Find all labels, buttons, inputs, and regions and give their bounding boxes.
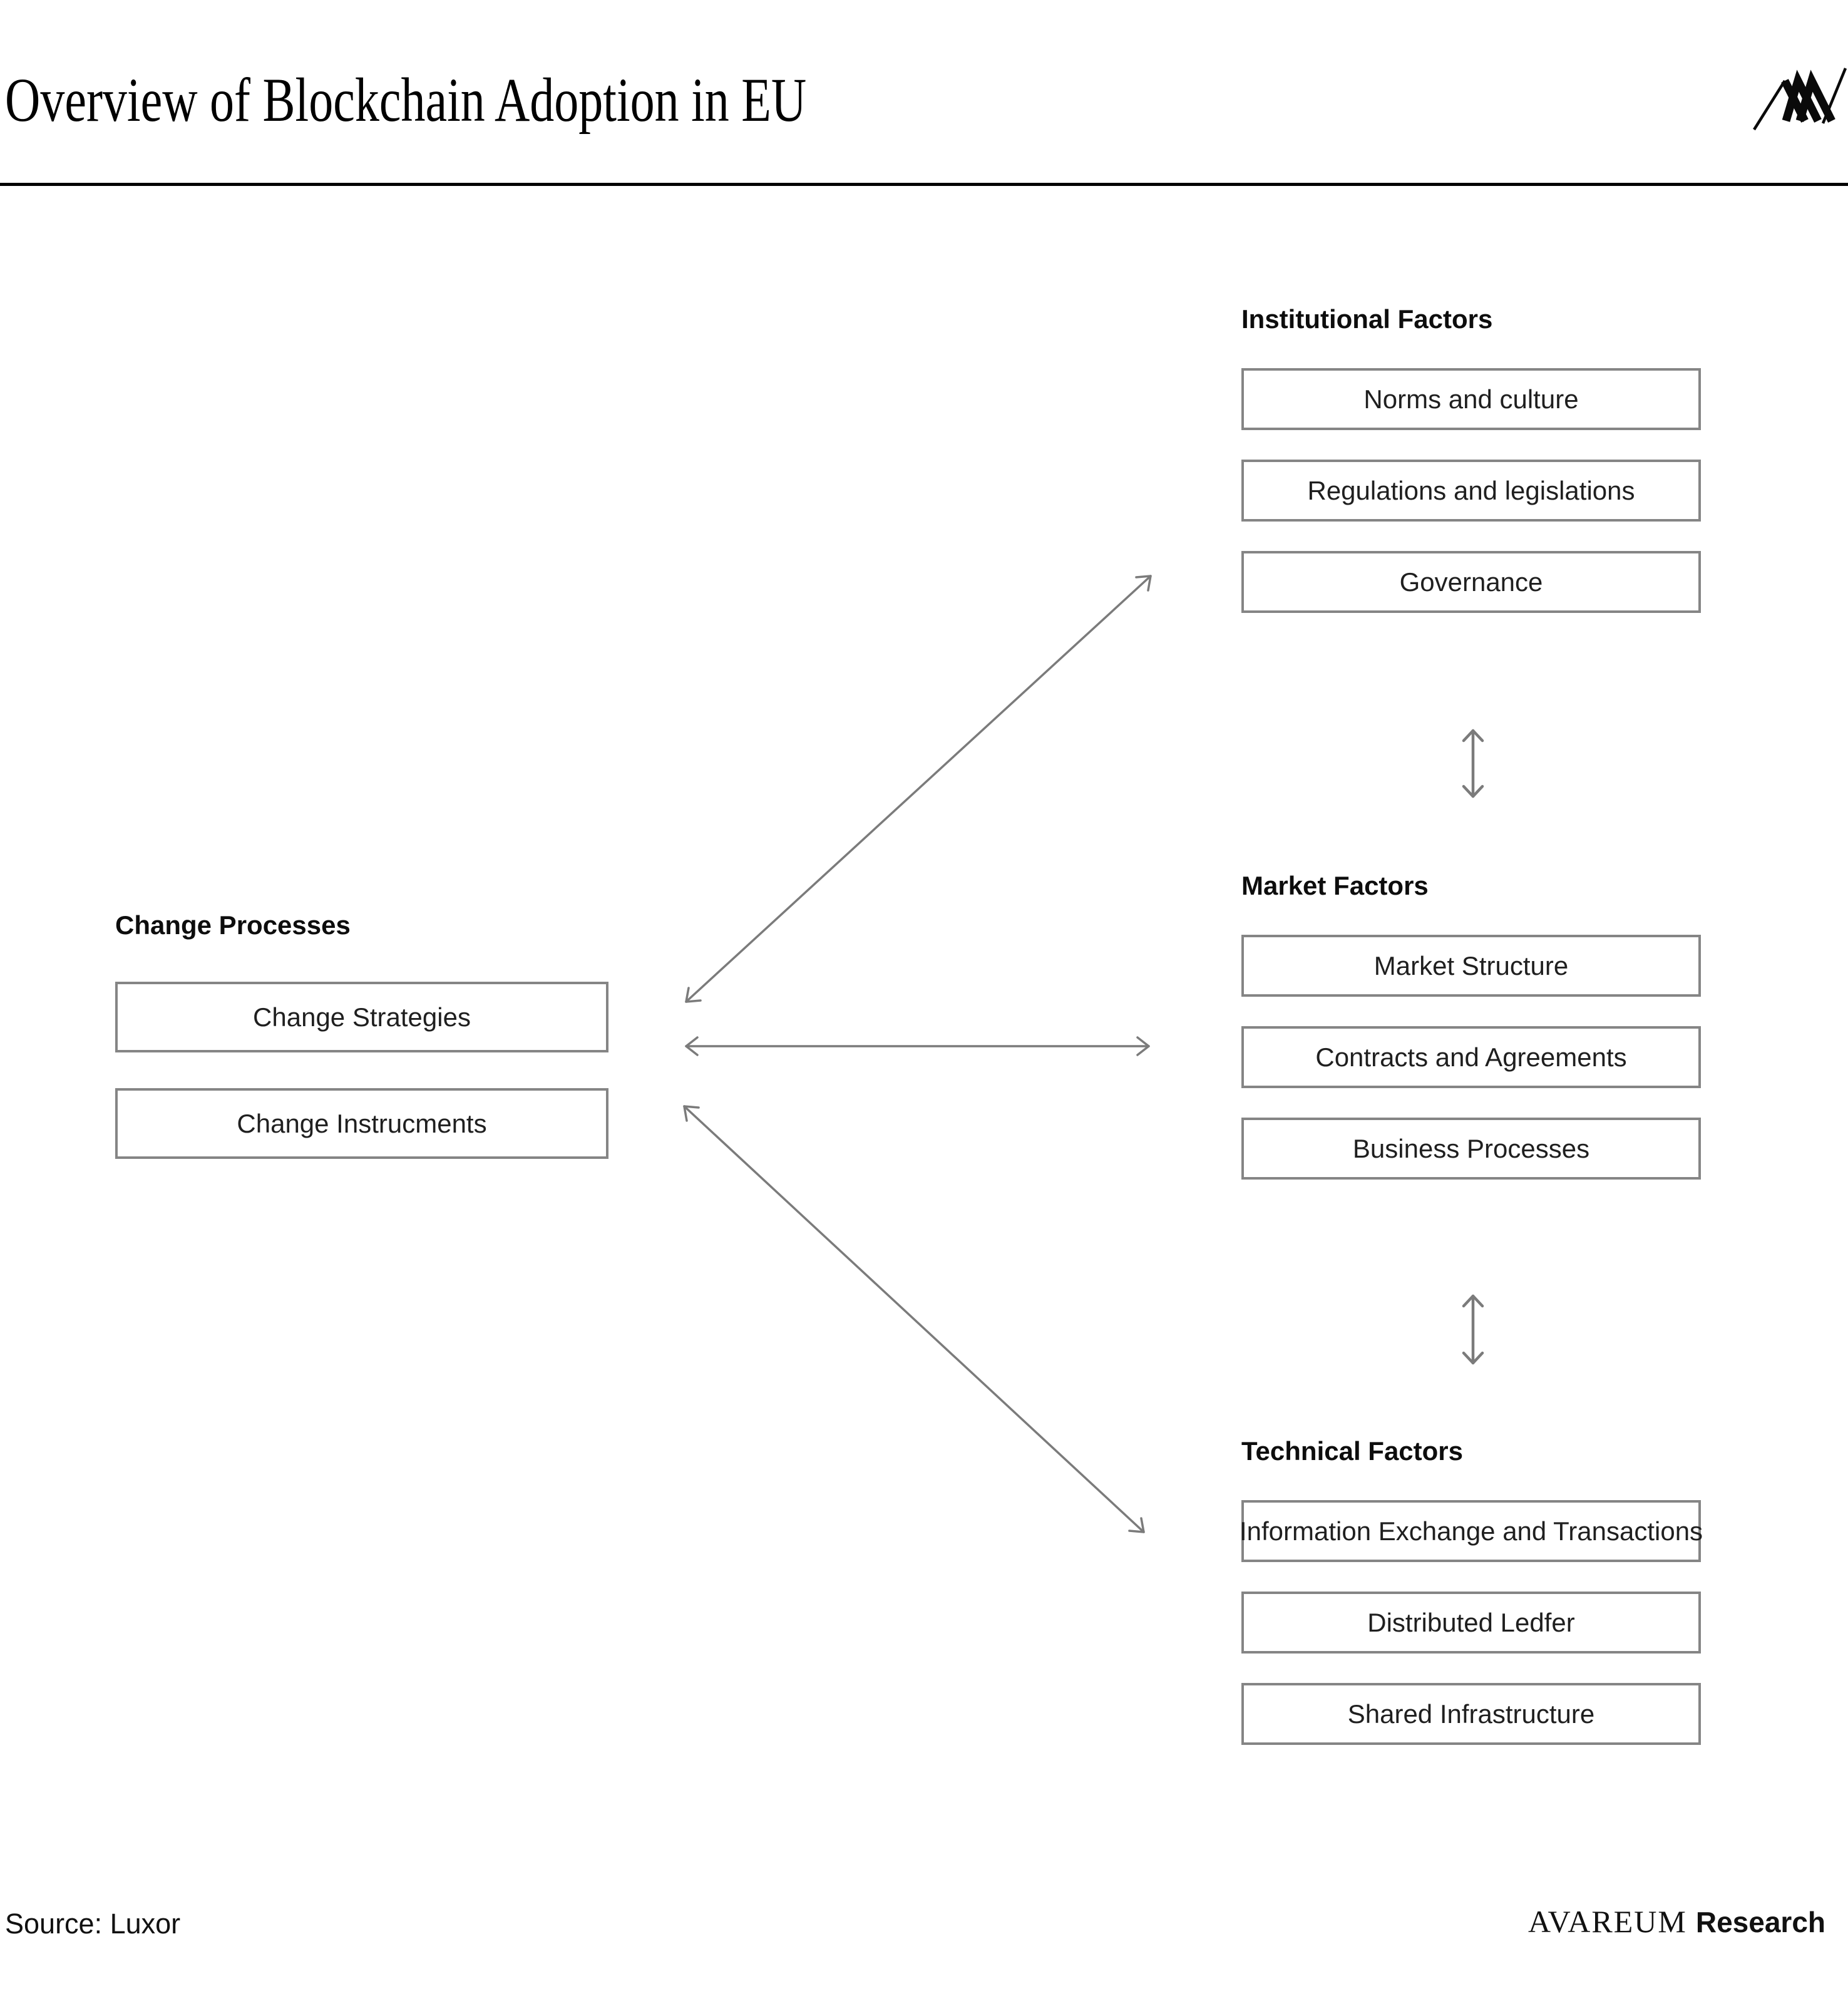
box-label: Change Strategies — [253, 1002, 471, 1032]
box-governance: Governance — [1241, 551, 1701, 613]
group-technical-factors: Technical Factors Information Exchange a… — [1240, 1436, 1703, 1745]
brand-research-label: Research — [1695, 1906, 1825, 1938]
box-label: Change Instrucments — [237, 1108, 487, 1138]
double-arrow-change-market — [685, 1036, 1150, 1056]
box-information-exchange-and-transactions: Information Exchange and Transactions — [1239, 1500, 1703, 1562]
group-institutional-factors: Institutional Factors Norms and culture … — [1241, 304, 1701, 613]
page-title: Overview of Blockchain Adoption in EU — [5, 65, 807, 135]
group-change-processes: Change Processes Change Strategies Chang… — [115, 910, 608, 1159]
box-label: Business Processes — [1352, 1133, 1590, 1163]
double-arrow-institutional-market — [1462, 729, 1484, 798]
box-label: Market Structure — [1373, 950, 1569, 980]
box-business-processes: Business Processes — [1241, 1118, 1701, 1180]
box-regulations-and-legislations: Regulations and legislations — [1241, 460, 1701, 522]
header-divider — [0, 183, 1848, 186]
group-market-factors: Market Factors Market Structure Contract… — [1241, 871, 1701, 1180]
box-label: Shared Infrastructure — [1347, 1699, 1595, 1729]
box-label: Governance — [1399, 567, 1543, 597]
double-arrow-market-technical — [1462, 1294, 1484, 1365]
box-shared-infrastructure: Shared Infrastructure — [1241, 1683, 1701, 1745]
group-heading-institutional-factors: Institutional Factors — [1241, 304, 1493, 334]
box-change-strategies: Change Strategies — [115, 982, 608, 1052]
box-distributed-ledfer: Distributed Ledfer — [1241, 1592, 1701, 1654]
brand-wordmark: AVAREUM — [1527, 1904, 1687, 1939]
group-heading-change-processes: Change Processes — [115, 910, 351, 940]
box-label: Regulations and legislations — [1307, 475, 1635, 505]
double-arrow-change-institutional — [685, 575, 1152, 1003]
box-label: Norms and culture — [1363, 384, 1579, 414]
footer-brand: AVAREUM Research — [1528, 1903, 1825, 1940]
group-heading-technical-factors: Technical Factors — [1241, 1436, 1464, 1466]
box-label: Distributed Ledfer — [1367, 1607, 1575, 1637]
source-note: Source: Luxor — [5, 1908, 181, 1940]
box-change-instrucments: Change Instrucments — [115, 1088, 608, 1159]
double-arrow-change-technical — [683, 1105, 1145, 1533]
box-norms-and-culture: Norms and culture — [1241, 368, 1701, 430]
box-label: Contracts and Agreements — [1315, 1042, 1627, 1072]
avareum-logo-icon — [1753, 68, 1847, 131]
box-label: Information Exchange and Transactions — [1239, 1516, 1703, 1546]
box-market-structure: Market Structure — [1241, 935, 1701, 997]
group-heading-market-factors: Market Factors — [1241, 871, 1429, 900]
box-contracts-and-agreements: Contracts and Agreements — [1241, 1026, 1701, 1088]
